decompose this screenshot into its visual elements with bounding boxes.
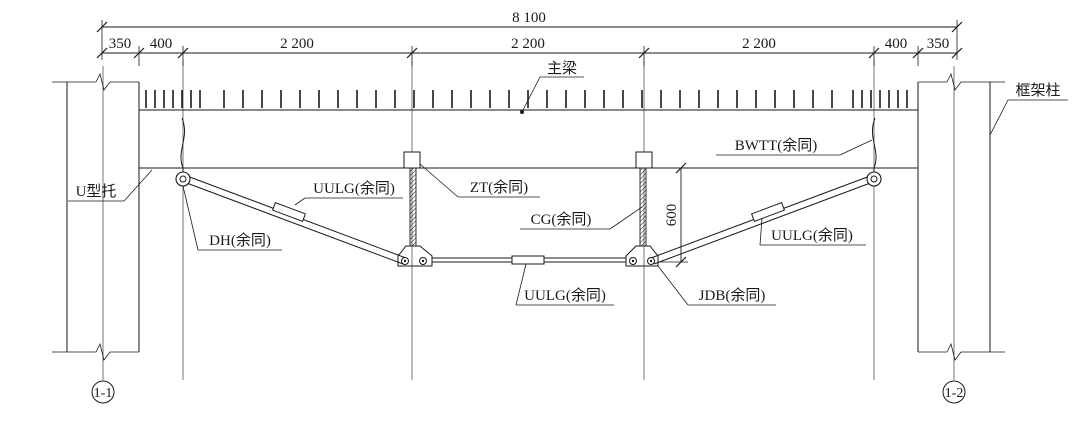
label-uulg-left: UULG(余同) (313, 179, 395, 197)
joint-plate-left (397, 245, 433, 267)
anchor-right (866, 117, 882, 187)
label-dh: DH(余同) (209, 231, 271, 249)
dim-segment-3: 2 200 (280, 36, 314, 52)
turnbuckle-bottom (511, 255, 545, 265)
overall-dimension-text: 8 100 (512, 10, 546, 26)
strut-height-dimension: 600 (652, 162, 688, 268)
label-main-beam: 主梁 (547, 60, 577, 77)
labels: 主梁 框架柱 U型托 BWTT(余同) UULG(余同) ZT(余同) CG(余… (68, 60, 1068, 306)
strut-height-text: 600 (664, 204, 680, 227)
segment-dimensions: 350 400 2 200 2 200 2 200 400 350 (96, 36, 963, 66)
strut-right (639, 167, 647, 247)
label-u-bracket: U型托 (76, 183, 117, 200)
label-uulg-bottom: UULG(余同) (524, 286, 606, 304)
main-beam (139, 90, 918, 169)
dim-segment-6: 400 (885, 36, 908, 52)
label-cg: CG(余同) (531, 210, 592, 228)
anchor-left (175, 117, 191, 187)
right-frame-column (917, 66, 1005, 380)
section-mark-right-text: 1-2 (945, 386, 964, 401)
zt-block-right (635, 151, 653, 169)
turnbuckle-right (750, 202, 786, 222)
dim-segment-4: 2 200 (511, 36, 545, 52)
section-mark-left: 1-1 (91, 380, 115, 404)
joint-plate-right (625, 245, 659, 267)
dim-segment-5: 2 200 (742, 36, 776, 52)
section-mark-right: 1-2 (942, 380, 966, 404)
rebar-ticks (145, 90, 908, 108)
section-mark-left-text: 1-1 (94, 386, 113, 401)
dim-segment-2: 400 (150, 36, 173, 52)
turnbuckle-left (271, 202, 307, 222)
label-frame-column: 框架柱 (1015, 82, 1060, 99)
zt-block-left (403, 151, 421, 169)
cable-system (175, 117, 882, 267)
label-uulg-right: UULG(余同) (771, 226, 853, 244)
overall-dimension: 8 100 (96, 10, 963, 60)
strut-left (409, 167, 417, 247)
label-zt: ZT(余同) (470, 178, 528, 196)
dim-segment-1: 350 (109, 36, 132, 52)
label-jdb: JDB(余同) (699, 286, 766, 304)
dim-segment-7: 350 (927, 36, 950, 52)
left-frame-column (52, 66, 140, 380)
label-bwtt: BWTT(余同) (735, 136, 817, 154)
